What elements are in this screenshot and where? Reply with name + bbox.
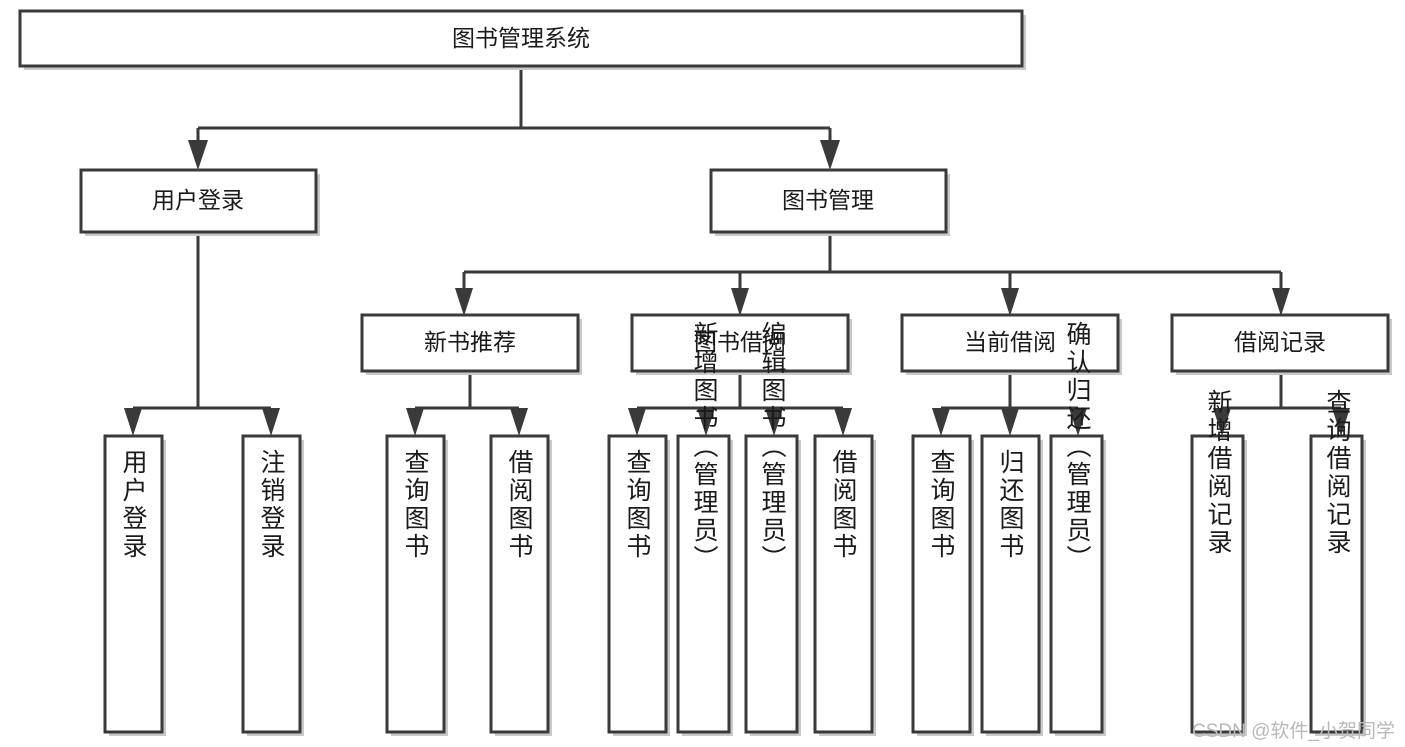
leaf-return-book-label: 归还图书 <box>996 449 1025 561</box>
arrow-to-leaf-query-book-2 <box>628 408 646 436</box>
arrow-to-leaf-query-book-1 <box>406 408 424 436</box>
arrow-to-leaf-query-book-3 <box>932 408 950 436</box>
leaf-query-book-3-label: 查询图书 <box>927 449 956 561</box>
arrow-to-leaf-user-login <box>124 408 142 436</box>
node-leaf-user-login[interactable]: 用户登录 <box>103 434 166 736</box>
arrow-to-book-borrow <box>731 288 749 316</box>
leaf-borrow-book-1-label: 借阅图书 <box>505 449 534 561</box>
leaf-borrow-book-2-label: 借阅图书 <box>829 449 858 561</box>
leaf-query-book-1-label: 查询图书 <box>401 449 430 561</box>
new-book-recommend-label: 新书推荐 <box>424 329 516 355</box>
book-borrow-box <box>630 313 850 373</box>
node-leaf-borrow-book-1[interactable]: 借阅图书 <box>489 434 552 736</box>
arrow-to-leaf-borrow-book-1 <box>510 408 528 436</box>
leaf-query-record-label: 查询借阅记录 <box>1323 389 1352 557</box>
node-leaf-confirm-return[interactable]: 确认归还（管理员） <box>1049 321 1106 736</box>
node-leaf-logout[interactable]: 注销登录 <box>241 434 304 736</box>
leaf-confirm-return-box <box>1049 434 1104 734</box>
arrow-to-borrow-record <box>1272 288 1290 316</box>
node-leaf-query-record[interactable]: 查询借阅记录 <box>1309 389 1366 736</box>
leaf-query-book-3-box <box>911 434 972 734</box>
user-login-label: 用户登录 <box>152 187 244 213</box>
node-leaf-query-book-3[interactable]: 查询图书 <box>911 434 974 736</box>
arrow-root-to-user-login <box>188 140 208 170</box>
book-management-box <box>709 168 948 234</box>
arrow-to-leaf-return-book <box>1001 408 1019 436</box>
arrow-to-current-borrow <box>1001 288 1019 316</box>
node-book-management[interactable]: 图书管理 <box>709 168 950 236</box>
edge-layer <box>124 66 1350 436</box>
leaf-logout-label: 注销登录 <box>257 449 286 561</box>
leaf-edit-book-label: 编辑图书（管理员） <box>758 321 787 573</box>
leaf-query-record-box <box>1309 434 1364 734</box>
leaf-add-record-label: 新增借阅记录 <box>1204 389 1233 557</box>
current-borrow-label: 当前借阅 <box>964 329 1056 355</box>
leaf-query-book-2-label: 查询图书 <box>623 449 652 561</box>
arrow-to-leaf-query-record <box>1332 408 1350 436</box>
root-box <box>18 9 1024 68</box>
leaf-add-record-box <box>1190 434 1245 734</box>
leaf-return-book-box <box>980 434 1041 734</box>
arrow-root-to-book-management <box>820 140 840 170</box>
borrow-record-label: 借阅记录 <box>1234 329 1326 355</box>
leaf-user-login-box <box>103 434 164 734</box>
arrow-to-leaf-add-record <box>1213 408 1231 436</box>
leaf-logout-box <box>241 434 302 734</box>
node-leaf-query-book-2[interactable]: 查询图书 <box>607 434 670 736</box>
node-leaf-add-record[interactable]: 新增借阅记录 <box>1190 389 1247 736</box>
node-root[interactable]: 图书管理系统 <box>18 9 1026 70</box>
node-borrow-record[interactable]: 借阅记录 <box>1170 313 1392 375</box>
user-login-box <box>79 168 318 234</box>
leaf-edit-book-box <box>744 434 799 734</box>
book-management-label: 图书管理 <box>782 187 874 213</box>
arrow-to-new-book-recommend <box>455 288 473 316</box>
leaf-confirm-return-label: 确认归还（管理员） <box>1063 321 1092 573</box>
leaf-borrow-book-2-box <box>813 434 874 734</box>
arrow-to-leaf-confirm-return <box>1069 408 1087 436</box>
node-leaf-query-book-1[interactable]: 查询图书 <box>385 434 448 736</box>
root-label: 图书管理系统 <box>452 25 590 51</box>
book-borrow-label: 图书借阅 <box>694 329 786 355</box>
arrow-to-leaf-borrow-book-2 <box>834 408 852 436</box>
leaf-borrow-book-1-box <box>489 434 550 734</box>
node-book-borrow[interactable]: 图书借阅 <box>630 313 852 375</box>
leaf-add-book-box <box>676 434 731 734</box>
arrow-to-leaf-edit-book <box>765 408 783 436</box>
csdn-watermark: CSDN @软件_小贺同学 <box>1192 721 1395 742</box>
leaf-query-book-2-box <box>607 434 668 734</box>
node-leaf-add-book[interactable]: 新增图书（管理员） <box>676 321 733 736</box>
leaf-add-book-label: 新增图书（管理员） <box>690 321 719 573</box>
node-leaf-return-book[interactable]: 归还图书 <box>980 434 1043 736</box>
arrow-to-leaf-add-book <box>697 408 715 436</box>
leaf-user-login-label: 用户登录 <box>119 449 148 561</box>
current-borrow-box <box>900 313 1120 373</box>
new-book-recommend-box <box>360 313 580 373</box>
arrow-to-leaf-logout <box>262 408 280 436</box>
node-user-login[interactable]: 用户登录 <box>79 168 320 236</box>
leaf-query-book-1-box <box>385 434 446 734</box>
node-leaf-edit-book[interactable]: 编辑图书（管理员） <box>744 321 801 736</box>
node-new-book-recommend[interactable]: 新书推荐 <box>360 313 582 375</box>
node-current-borrow[interactable]: 当前借阅 <box>900 313 1122 375</box>
node-leaf-borrow-book-2[interactable]: 借阅图书 <box>813 434 876 736</box>
borrow-record-box <box>1170 313 1390 373</box>
